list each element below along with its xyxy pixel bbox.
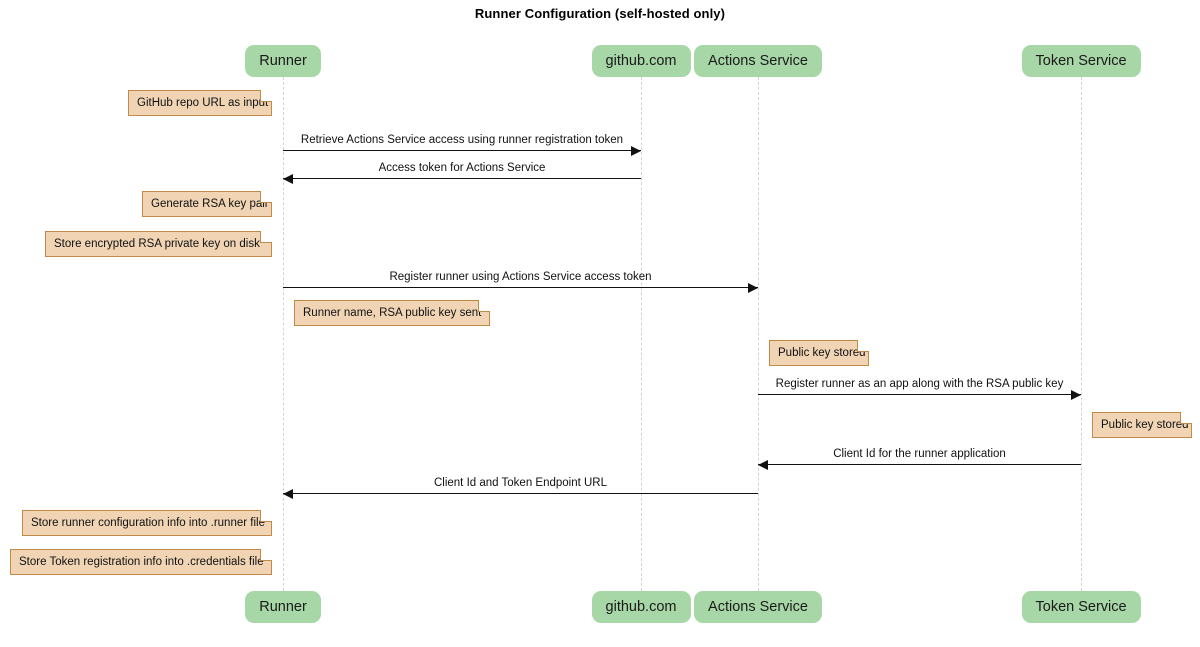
participant-footer-runner[interactable]: Runner	[245, 591, 321, 623]
note-fold-corner-icon	[260, 191, 272, 203]
message-line	[283, 493, 758, 494]
note-n4: Runner name, RSA public key sent	[294, 300, 490, 326]
participant-footer-token[interactable]: Token Service	[1021, 591, 1141, 623]
note-fold-corner-icon	[260, 549, 272, 561]
participant-label: Runner	[259, 53, 307, 69]
note-text: Runner name, RSA public key sent	[303, 307, 482, 319]
note-n2: Generate RSA key pair	[142, 191, 272, 217]
participant-header-token[interactable]: Token Service	[1021, 45, 1141, 77]
participant-label: Token Service	[1035, 53, 1127, 69]
participant-label: github.com	[605, 53, 677, 69]
participant-footer-actions[interactable]: Actions Service	[694, 591, 822, 623]
participant-header-github[interactable]: github.com	[591, 45, 691, 77]
participant-header-actions[interactable]: Actions Service	[694, 45, 822, 77]
participant-label: Actions Service	[708, 53, 808, 69]
note-n7: Store runner configuration info into .ru…	[22, 510, 272, 536]
arrow-head-right	[1071, 389, 1081, 400]
participant-label: Runner	[259, 599, 307, 615]
message-line	[283, 150, 641, 151]
note-text: GitHub repo URL as input	[137, 97, 269, 109]
note-n6: Public key stored	[1092, 412, 1192, 438]
participant-label: Token Service	[1035, 599, 1127, 615]
note-n3: Store encrypted RSA private key on disk	[45, 231, 272, 257]
participant-label: github.com	[605, 599, 677, 615]
message-line	[758, 464, 1081, 465]
note-text: Store Token registration info into .cred…	[19, 556, 264, 568]
participant-header-runner[interactable]: Runner	[245, 45, 321, 77]
lifeline-actions	[758, 77, 759, 591]
arrow-head-left	[283, 488, 293, 499]
note-fold-corner-icon	[857, 340, 869, 352]
message-label: Retrieve Actions Service access using ru…	[300, 134, 624, 146]
message-label: Access token for Actions Service	[378, 162, 546, 174]
note-fold-corner-icon	[260, 510, 272, 522]
lifeline-github	[641, 77, 642, 591]
arrow-head-left	[758, 459, 768, 470]
note-n5: Public key stored	[769, 340, 869, 366]
note-text: Generate RSA key pair	[151, 198, 269, 210]
message-label: Register runner using Actions Service ac…	[389, 271, 652, 283]
note-fold-corner-icon	[1180, 412, 1192, 424]
note-n1: GitHub repo URL as input	[128, 90, 272, 116]
message-label: Register runner as an app along with the…	[775, 378, 1064, 390]
arrow-head-left	[283, 173, 293, 184]
note-fold-corner-icon	[260, 90, 272, 102]
note-fold-corner-icon	[478, 300, 490, 312]
note-text: Public key stored	[778, 347, 866, 359]
message-line	[283, 178, 641, 179]
note-fold-corner-icon	[260, 231, 272, 243]
note-text: Store encrypted RSA private key on disk	[54, 238, 260, 250]
note-n8: Store Token registration info into .cred…	[10, 549, 272, 575]
arrow-head-right	[748, 282, 758, 293]
message-line	[283, 287, 758, 288]
participant-label: Actions Service	[708, 599, 808, 615]
message-label: Client Id and Token Endpoint URL	[433, 477, 608, 489]
note-text: Public key stored	[1101, 419, 1189, 431]
arrow-head-right	[631, 145, 641, 156]
lifeline-runner	[283, 77, 284, 591]
diagram-title: Runner Configuration (self-hosted only)	[474, 6, 726, 21]
lifeline-token	[1081, 77, 1082, 591]
message-line	[758, 394, 1081, 395]
note-text: Store runner configuration info into .ru…	[31, 517, 265, 529]
participant-footer-github[interactable]: github.com	[591, 591, 691, 623]
message-label: Client Id for the runner application	[833, 448, 1006, 460]
